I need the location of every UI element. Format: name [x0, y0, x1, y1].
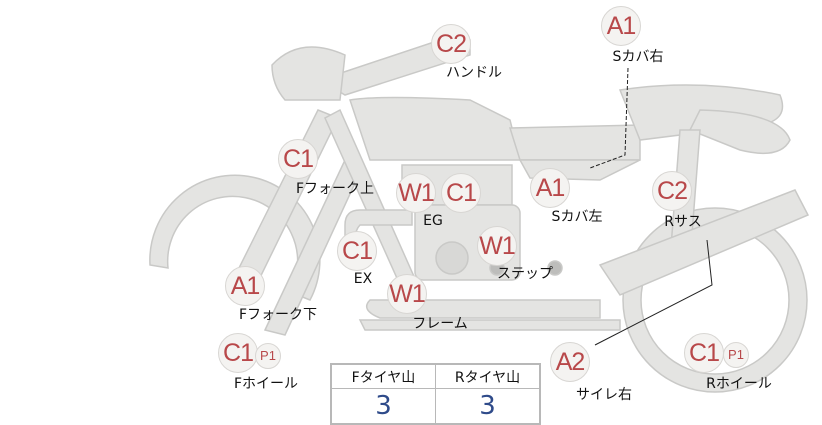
label-step: ステップ — [497, 266, 553, 282]
code-badge-frame[interactable]: W1 — [387, 274, 427, 314]
label-silencer-right: サイレ右 — [576, 387, 632, 403]
code-badge-f-wheel-2[interactable]: P1 — [255, 343, 281, 369]
header-front-tire: Fタイヤ山 — [330, 363, 436, 389]
label-r-suspension: Rサス — [664, 214, 702, 230]
code-badge-silencer-right[interactable]: A2 — [550, 342, 590, 382]
label-f-fork-lower: Fフォーク下 — [238, 307, 318, 323]
code-badge-engine-2[interactable]: C1 — [441, 173, 481, 213]
tank-shape — [349, 96, 521, 161]
label-s-cover-right: Sカバ右 — [612, 49, 664, 65]
code-badge-step[interactable]: W1 — [477, 226, 517, 266]
label-f-fork-upper: Fフォーク上 — [295, 181, 375, 197]
code-badge-r-suspension[interactable]: C2 — [652, 171, 692, 211]
code-badge-r-wheel-2[interactable]: P1 — [723, 342, 749, 368]
code-badge-exhaust[interactable]: C1 — [337, 231, 377, 271]
code-badge-s-cover-right[interactable]: A1 — [601, 6, 641, 46]
muffler-shape — [598, 189, 810, 296]
code-badge-handle[interactable]: C2 — [431, 24, 471, 64]
label-s-cover-left: Sカバ左 — [551, 209, 603, 225]
code-badge-f-wheel-1[interactable]: C1 — [218, 333, 258, 373]
code-badge-s-cover-left[interactable]: A1 — [530, 168, 570, 208]
value-rear-tire: 3 — [435, 388, 541, 425]
code-badge-f-fork-lower[interactable]: A1 — [225, 266, 265, 306]
label-handle: ハンドル — [446, 65, 502, 81]
code-badge-f-fork-upper[interactable]: C1 — [278, 139, 318, 179]
tire-tread-table: Fタイヤ山 Rタイヤ山 3 3 — [330, 363, 541, 425]
value-front-tire: 3 — [330, 388, 436, 425]
label-r-wheel: Rホイール — [706, 376, 772, 392]
code-badge-r-wheel-1[interactable]: C1 — [684, 333, 724, 373]
label-frame: フレーム — [412, 316, 468, 332]
label-exhaust: EX — [353, 271, 373, 287]
code-badge-engine-1[interactable]: W1 — [396, 173, 436, 213]
header-rear-tire: Rタイヤ山 — [435, 363, 541, 389]
label-f-wheel: Fホイール — [233, 376, 299, 392]
label-engine: EG — [423, 213, 443, 229]
